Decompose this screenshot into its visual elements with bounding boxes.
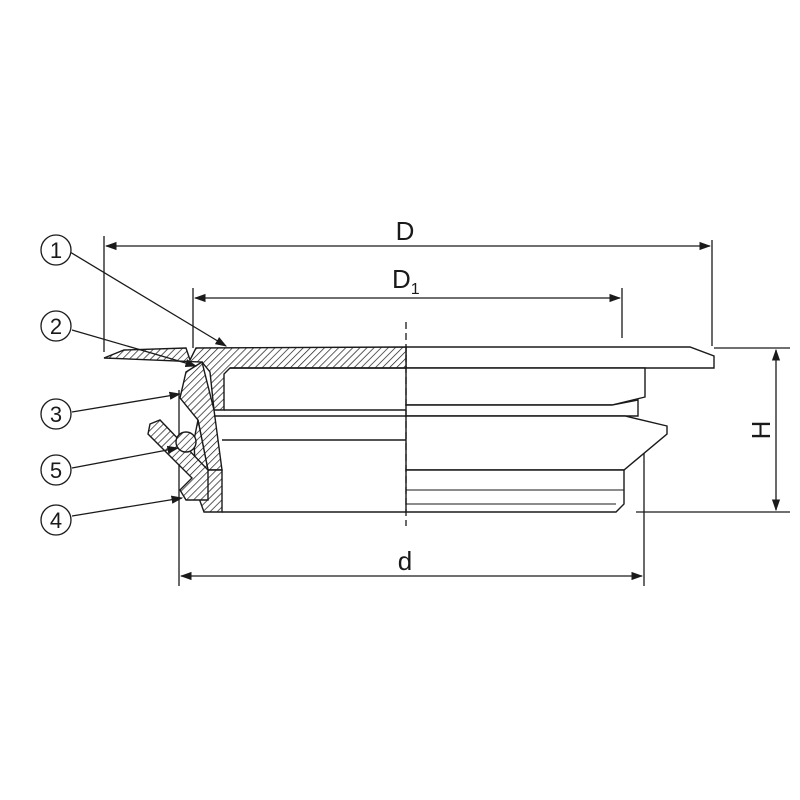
leader-2 [71,329,198,367]
section-view-half [103,346,407,513]
dimension-D1: D1 [192,264,623,348]
outer-view-half [405,346,715,513]
callout-2-number: 2 [50,314,62,339]
leader-4 [71,495,184,517]
callout-3-number: 3 [50,402,62,427]
callout-4-number: 4 [50,508,62,533]
label-H: H [746,421,776,440]
callout-1-number: 1 [50,238,62,263]
dimension-d: d [178,390,645,586]
lower-collar-outline [405,415,668,471]
callout-3: 3 [40,398,72,430]
dimension-H: H [636,347,790,513]
label-D1: D1 [392,264,420,298]
lower-body-outline [405,469,625,513]
callout-4: 4 [40,504,72,536]
upper-ring-outline [405,367,646,406]
part-1-flange-section [103,346,407,411]
callout-leaders [69,251,228,517]
leader-1 [69,251,228,347]
callout-1: 1 [40,234,72,266]
part-5-o-ring [175,431,197,453]
callout-1-circle [40,234,72,266]
callout-4-circle [40,504,72,536]
leader-5 [71,445,180,469]
top-flange-outline [405,346,715,369]
label-D: D [396,216,415,246]
callout-5-circle [40,454,72,486]
label-d: d [398,546,412,576]
callout-5: 5 [40,454,72,486]
callout-5-number: 5 [50,458,62,483]
part-4-seal-section [147,419,209,501]
callout-3-circle [40,398,72,430]
dimension-D: D [103,216,713,352]
callout-2-circle [40,310,72,342]
callout-2: 2 [40,310,72,342]
leader-3 [71,391,182,413]
